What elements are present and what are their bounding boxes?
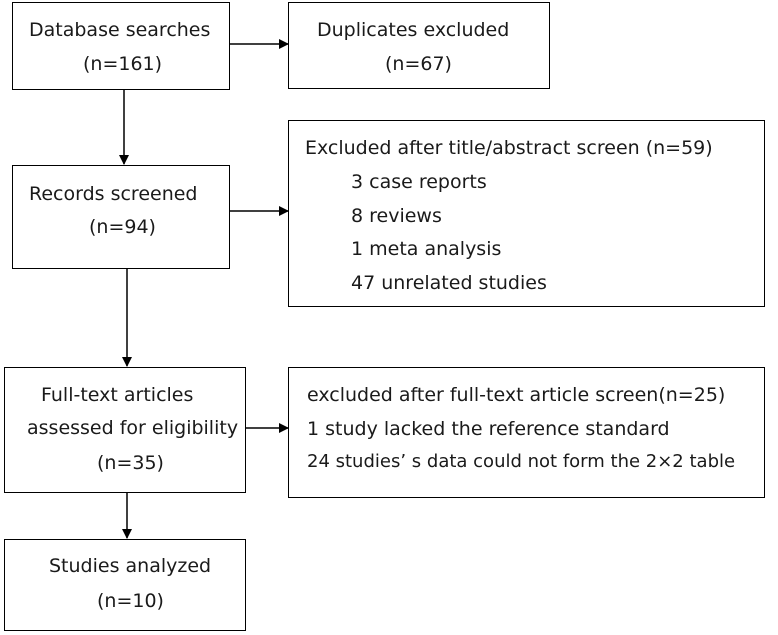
duplicates-excluded-label: Duplicates excluded	[317, 19, 510, 41]
database-searches-count: (n=161)	[83, 53, 163, 75]
records-screened-label: Records screened	[29, 183, 198, 205]
exclusion-item-reviews: 8 reviews	[351, 205, 442, 227]
full-text-assessed-box: Full-text articles assessed for eligibil…	[4, 367, 246, 493]
title-abstract-exclusion-heading: Excluded after title/abstract screen (n=…	[305, 137, 713, 159]
full-text-assessed-line1: Full-text articles	[41, 384, 194, 406]
exclusion-item-meta-analysis: 1 meta analysis	[351, 238, 502, 260]
full-text-exclusion-item-reference: 1 study lacked the reference standard	[307, 418, 670, 440]
database-searches-box: Database searches (n=161)	[12, 2, 230, 90]
studies-analyzed-count: (n=10)	[97, 590, 164, 612]
duplicates-excluded-box: Duplicates excluded (n=67)	[288, 2, 550, 89]
studies-analyzed-box: Studies analyzed (n=10)	[4, 539, 246, 631]
duplicates-excluded-count: (n=67)	[385, 53, 452, 75]
full-text-assessed-count: (n=35)	[97, 452, 164, 474]
records-screened-box: Records screened (n=94)	[12, 165, 230, 269]
title-abstract-exclusion-box: Excluded after title/abstract screen (n=…	[288, 120, 765, 307]
exclusion-item-unrelated-studies: 47 unrelated studies	[351, 272, 547, 294]
full-text-exclusion-box: excluded after full-text article screen(…	[288, 367, 765, 498]
records-screened-count: (n=94)	[89, 216, 156, 238]
studies-analyzed-label: Studies analyzed	[49, 555, 212, 577]
full-text-exclusion-heading: excluded after full-text article screen(…	[307, 384, 726, 406]
full-text-exclusion-item-data: 24 studies’ s data could not form the 2×…	[307, 451, 736, 472]
database-searches-label: Database searches	[29, 19, 211, 41]
exclusion-item-case-reports: 3 case reports	[351, 171, 487, 193]
full-text-assessed-line2: assessed for eligibility	[27, 417, 239, 439]
